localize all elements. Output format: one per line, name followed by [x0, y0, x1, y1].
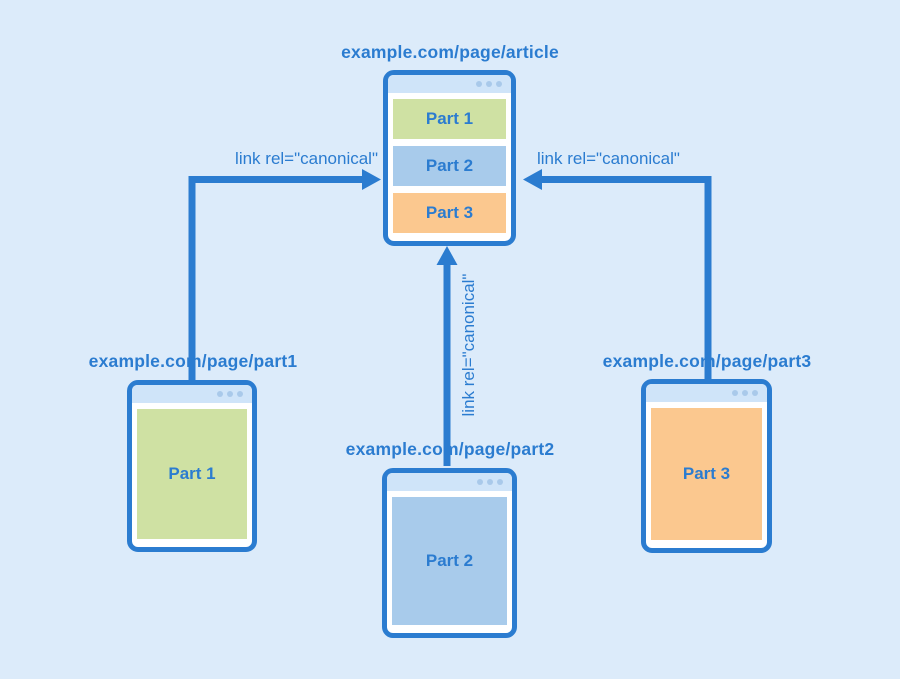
- canonical-arrow-label-middle: link rel="canonical": [459, 273, 478, 417]
- window-titlebar: [132, 385, 252, 403]
- page-url-article: example.com/page/article: [341, 42, 559, 62]
- page-url-part3: example.com/page/part3: [602, 351, 812, 371]
- window-dot-icon: [227, 391, 233, 397]
- article-part-block-3: Part 3: [393, 193, 506, 233]
- browser-window-part2: Part 2: [382, 468, 517, 638]
- window-dot-icon: [752, 390, 758, 396]
- page-url-part2: example.com/page/part2: [345, 439, 555, 459]
- page-url-part1: example.com/page/part1: [88, 351, 298, 371]
- window-titlebar: [387, 473, 512, 491]
- article-part-block-2: Part 2: [393, 146, 506, 186]
- canonical-arrow-middle: [436, 246, 458, 466]
- window-dot-icon: [732, 390, 738, 396]
- part2-content-block: Part 2: [392, 497, 507, 625]
- window-dot-icon: [217, 391, 223, 397]
- window-content: Part 2: [387, 491, 512, 633]
- browser-window-article: Part 1 Part 2 Part 3: [383, 70, 516, 246]
- window-dot-icon: [477, 479, 483, 485]
- part1-content-block: Part 1: [137, 409, 247, 539]
- window-dot-icon: [497, 479, 503, 485]
- canonical-arrow-label-left: link rel="canonical": [235, 149, 378, 168]
- window-titlebar: [646, 384, 767, 402]
- canonical-arrow-right: [523, 169, 712, 379]
- window-dot-icon: [486, 81, 492, 87]
- canonical-arrow-label-right: link rel="canonical": [537, 149, 680, 168]
- window-content: Part 3: [646, 402, 767, 548]
- window-dot-icon: [237, 391, 243, 397]
- window-content: Part 1: [132, 403, 252, 547]
- browser-window-part1: Part 1: [127, 380, 257, 552]
- window-dot-icon: [476, 81, 482, 87]
- window-dot-icon: [487, 479, 493, 485]
- window-dot-icon: [742, 390, 748, 396]
- window-titlebar: [388, 75, 511, 93]
- window-content: Part 1 Part 2 Part 3: [388, 93, 511, 241]
- part3-content-block: Part 3: [651, 408, 762, 540]
- browser-window-part3: Part 3: [641, 379, 772, 553]
- article-part-block-1: Part 1: [393, 99, 506, 139]
- window-dot-icon: [496, 81, 502, 87]
- canonical-arrow-left: [188, 169, 381, 380]
